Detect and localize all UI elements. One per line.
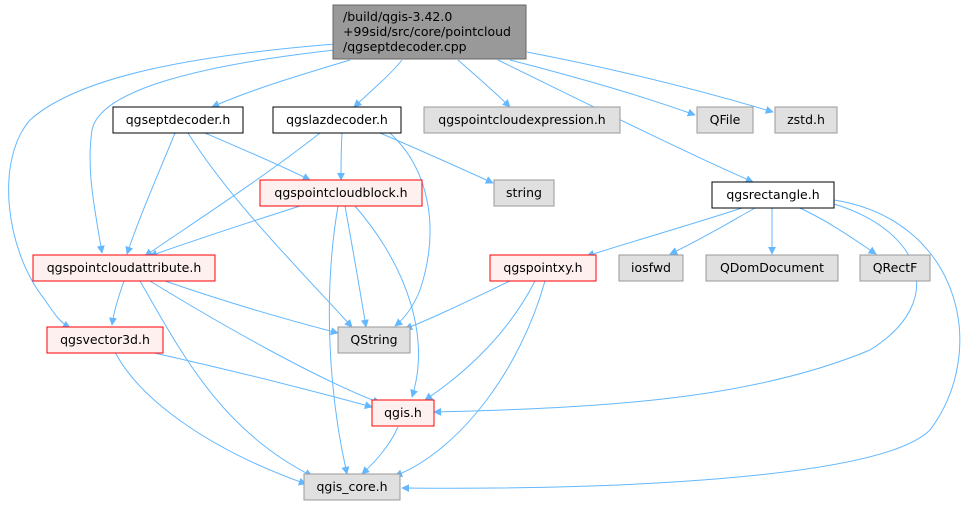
edge-root-zstd-h: [526, 51, 774, 114]
node-zstd-h[interactable]: zstd.h: [774, 106, 838, 134]
edge-qgslazdecoder-h-qstring: [389, 132, 431, 327]
node-qgspointcloudattribute-h[interactable]: qgspointcloudattribute.h: [32, 254, 216, 282]
edge-root-qgsrectangle-h: [497, 59, 754, 183]
node-label: QDomDocument: [720, 260, 824, 275]
node-iosfwd[interactable]: iosfwd: [618, 254, 684, 282]
edge-qgseptdecoder-h-qgspointcloudblock-h: [204, 132, 311, 181]
edge-root-qgslazdecoder-h: [353, 59, 403, 108]
node-string[interactable]: string: [493, 179, 555, 207]
edge-qgsvector3d-h-qgis-core-h: [114, 351, 307, 486]
node-root-file[interactable]: /build/qgis-3.42.0 +99sid/src/core/point…: [332, 4, 527, 60]
node-label: qgspointcloudattribute.h: [47, 260, 202, 275]
node-qdomdocument[interactable]: QDomDocument: [705, 254, 839, 282]
edge-root-qgspointcloudattribute-h: [89, 49, 336, 254]
node-qgspointcloudblock-h[interactable]: qgspointcloudblock.h: [259, 179, 423, 207]
node-label: QFile: [710, 112, 741, 127]
edge-qgsrectangle-h-qrectf: [799, 207, 877, 255]
edge-root-qfile: [509, 59, 696, 117]
node-label: qgspointcloudblock.h: [274, 185, 407, 200]
nodes: /build/qgis-3.42.0 +99sid/src/core/point…: [32, 4, 931, 501]
root-label-line-2: +99sid/src/core/pointcloud: [343, 24, 511, 39]
edge-qgspointcloudblock-h-qgis-h: [354, 205, 419, 398]
edge-qgslazdecoder-h-qgspointcloudblock-h: [337, 132, 346, 181]
edges: [8, 43, 961, 493]
edge-qgseptdecoder-h-qstring: [187, 132, 353, 328]
node-label: qgseptdecoder.h: [126, 112, 231, 127]
edge-qgsrectangle-h-qgis-h: [433, 203, 918, 416]
edge-qgsrectangle-h-iosfwd: [669, 207, 756, 255]
edge-qgseptdecoder-h-qgspointcloudattribute-h: [125, 132, 176, 255]
root-label-line-1: /build/qgis-3.42.0: [343, 9, 452, 24]
edge-qgspointxy-h-qgis-h: [424, 280, 536, 401]
edge-qgis-h-qgis-core-h: [361, 426, 399, 475]
node-qgsrectangle-h[interactable]: qgsrectangle.h: [711, 181, 835, 209]
edge-root-qgsvector3d-h: [8, 43, 336, 329]
edge-qgspointcloudattribute-h-qstring: [164, 280, 339, 336]
edge-qgsrectangle-h-qgis-core-h: [401, 199, 961, 493]
edge-qgspointcloudblock-h-qstring: [344, 205, 369, 328]
node-label: qgslazdecoder.h: [286, 112, 388, 127]
node-qfile[interactable]: QFile: [696, 106, 754, 134]
node-label: iosfwd: [631, 260, 671, 275]
edge-qgslazdecoder-h-qgspointcloudattribute-h: [144, 132, 321, 257]
edge-qgspointcloudblock-h-qgspointcloudattribute-h: [149, 205, 301, 258]
node-label: zstd.h: [787, 112, 825, 127]
node-label: qgspointxy.h: [503, 260, 582, 275]
node-qstring[interactable]: QString: [337, 326, 411, 354]
root-label-line-3: /qgseptdecoder.cpp: [343, 39, 467, 54]
edge-qgspointcloudattribute-h-qgis-core-h: [139, 280, 313, 477]
node-label: string: [506, 185, 542, 200]
node-qrectf[interactable]: QRectF: [859, 254, 931, 282]
node-qgspointxy-h[interactable]: qgspointxy.h: [489, 254, 597, 282]
node-label: QString: [350, 332, 397, 347]
node-qgis-core-h[interactable]: qgis_core.h: [303, 473, 401, 501]
node-label: qgsvector3d.h: [60, 332, 150, 347]
node-label: QRectF: [873, 260, 918, 275]
edge-root-qgseptdecoder-h: [211, 59, 351, 108]
edge-root-qgspointcloudexpression-h: [457, 59, 511, 108]
edge-qgslazdecoder-h-string: [379, 132, 494, 184]
edge-qgsvector3d-h-qgis-h: [149, 351, 373, 409]
node-label: qgis.h: [384, 405, 422, 420]
edge-qgsrectangle-h-qgspointxy-h: [586, 207, 743, 258]
node-qgis-h[interactable]: qgis.h: [371, 399, 435, 427]
edge-qgspointcloudattribute-h-qgsvector3d-h: [108, 280, 125, 326]
node-qgslazdecoder-h[interactable]: qgslazdecoder.h: [272, 106, 402, 134]
edge-qgspointxy-h-qgis-core-h: [394, 280, 546, 478]
edge-qgspointcloudattribute-h-qgis-h: [149, 280, 381, 405]
node-label: qgsrectangle.h: [726, 187, 819, 202]
node-qgsvector3d-h[interactable]: qgsvector3d.h: [46, 326, 164, 354]
node-qgspointcloudexpression-h[interactable]: qgspointcloudexpression.h: [423, 106, 621, 134]
edge-qgspointcloudblock-h-qgis-core-h: [328, 205, 350, 475]
node-qgseptdecoder-h[interactable]: qgseptdecoder.h: [112, 106, 244, 134]
node-label: qgspointcloudexpression.h: [438, 112, 605, 127]
edge-qgspointxy-h-qstring: [404, 280, 511, 331]
node-label: qgis_core.h: [316, 479, 387, 494]
